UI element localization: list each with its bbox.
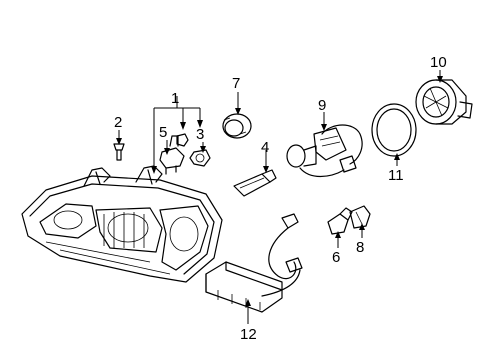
- callout-7: 7: [232, 75, 240, 92]
- callout-labels: 1 2 3 4 5 6 7 8 9 10 11 12: [114, 54, 447, 343]
- callout-9: 9: [318, 97, 326, 114]
- callout-5: 5: [159, 124, 167, 141]
- callout-2: 2: [114, 114, 122, 131]
- clip-part-1: [176, 133, 189, 147]
- leader-lines: [116, 70, 443, 324]
- callout-12: 12: [240, 326, 257, 343]
- callout-4: 4: [261, 139, 269, 156]
- callout-3: 3: [196, 126, 204, 143]
- callout-8: 8: [356, 239, 364, 256]
- bulb-part-4: [233, 169, 277, 197]
- callout-11: 11: [388, 167, 404, 184]
- o-ring-part-11: [371, 103, 417, 157]
- seal-part-7: [222, 113, 252, 139]
- headlight-assembly: [21, 165, 223, 283]
- socket-harness-part-9: [286, 124, 363, 178]
- screw-part-2: [113, 143, 125, 161]
- cap-part-10: [415, 79, 473, 125]
- callout-10: 10: [430, 54, 447, 71]
- harness-part-12: [205, 213, 303, 313]
- socket-part-8: [349, 205, 371, 229]
- bulb-part-5: [159, 135, 185, 175]
- callout-1: 1: [171, 90, 179, 107]
- socket-part-3: [189, 149, 211, 167]
- bulb-part-6: [327, 207, 353, 235]
- callout-6: 6: [332, 249, 340, 266]
